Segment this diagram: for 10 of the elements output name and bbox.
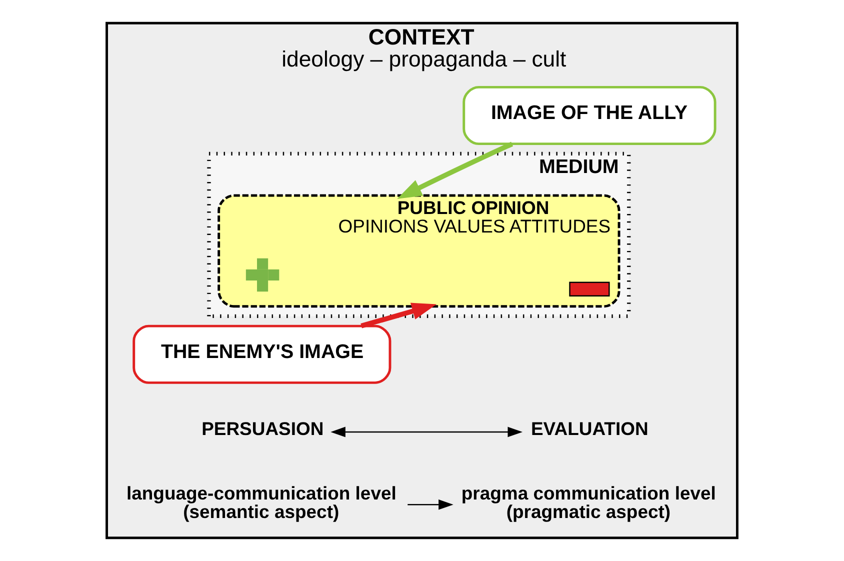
node-text: language-communication level (semantic aspect) bbox=[126, 482, 396, 522]
cluster: PUBLIC OPINION OPINIONS VALUES ATTITUDES bbox=[218, 194, 620, 308]
node-text: EVALUATION bbox=[530, 418, 648, 440]
node-box: THE ENEMY'S IMAGE bbox=[132, 324, 392, 384]
node-text: pragma communication level (pragmatic aspect) bbox=[461, 482, 716, 522]
node-text: PERSUASION bbox=[202, 418, 324, 440]
node-bar bbox=[569, 282, 610, 296]
arrow bbox=[408, 499, 454, 510]
node-box: IMAGE OF THE ALLY bbox=[462, 86, 716, 146]
arrow bbox=[330, 426, 523, 438]
